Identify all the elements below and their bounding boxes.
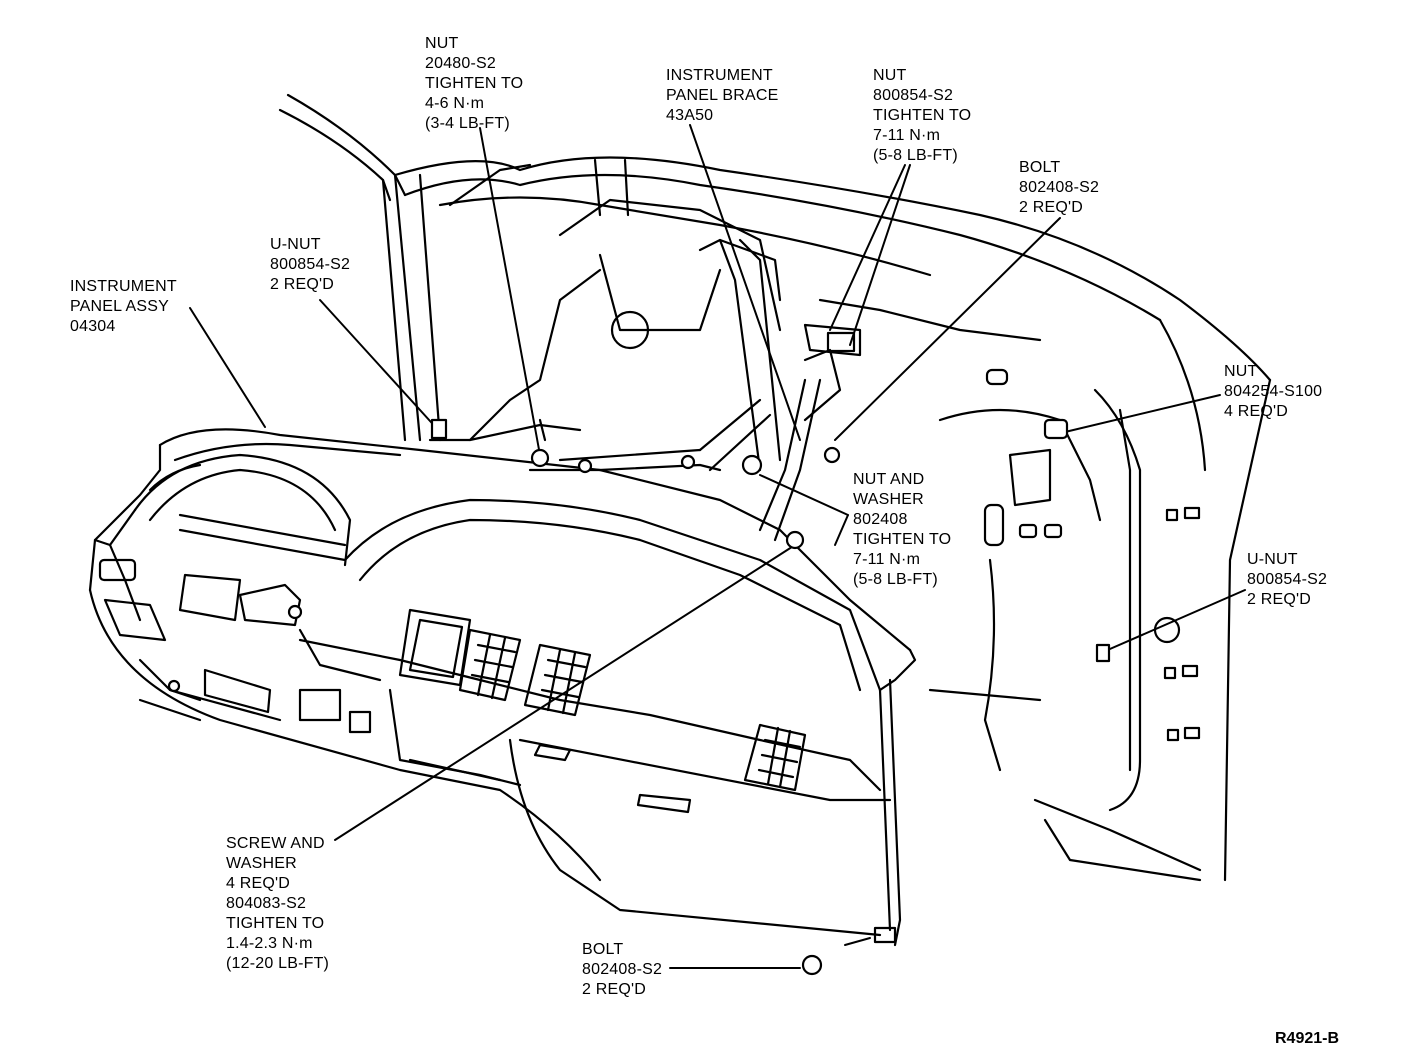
callout-unut-left: U-NUT 800854-S2 2 REQ'D: [270, 236, 351, 293]
callout-bolt-bottom: BOLT 802408-S2 2 REQ'D: [582, 941, 663, 998]
callout-instrument-panel-brace: INSTRUMENT PANEL BRACE 43A50: [666, 67, 779, 124]
bolt-right-fastener: [823, 446, 841, 464]
figure-reference: R4921-B: [1275, 1030, 1340, 1047]
fasteners: [167, 418, 1111, 976]
callout-instrument-panel-assy: INSTRUMENT PANEL ASSY 04304: [70, 278, 177, 335]
nut-top-fastener: [530, 448, 550, 468]
callout-bolt-right: BOLT 802408-S2 2 REQ'D: [1019, 159, 1100, 216]
callout-nut-and-washer: NUT AND WASHER 802408 TIGHTEN TO 7-11 N·…: [853, 471, 952, 588]
cowl-frame: [393, 156, 1272, 382]
instrument-panel-brace: [698, 238, 862, 542]
nut-washer-fastener: [741, 454, 763, 476]
right-vent: [743, 723, 807, 792]
a-pillar-right: [1033, 318, 1272, 882]
firewall: [558, 198, 1201, 772]
callout-unut-right: U-NUT 800854-S2 2 REQ'D: [1247, 551, 1328, 608]
callout-nut-far-right: NUT 804254-S100 4 REQ'D: [1224, 363, 1323, 420]
unut-left-fastener: [430, 418, 448, 440]
screw-fastener: [785, 530, 805, 550]
left-bracket: [428, 268, 722, 472]
unut-right-fastener: [1095, 643, 1111, 663]
center-face: [138, 498, 882, 792]
callout-nut-upper-right: NUT 800854-S2 TIGHTEN TO 7-11 N·m (5-8 L…: [873, 67, 972, 164]
cluster-hood: [93, 453, 352, 642]
leader-lines: [189, 124, 1246, 969]
callout-nut-top: NUT 20480-S2 TIGHTEN TO 4-6 N·m (3-4 LB-…: [425, 35, 524, 132]
bolt-bottom-fastener: [801, 954, 823, 976]
glove-box: [88, 588, 902, 947]
dash-top: [88, 428, 917, 692]
callout-screw-and-washer: SCREW AND WASHER 4 REQ'D 804083-S2 TIGHT…: [226, 835, 330, 972]
nut-far-right-fastener: [1043, 418, 1069, 440]
center-vents: [458, 628, 592, 717]
a-pillar-left: [278, 93, 442, 442]
